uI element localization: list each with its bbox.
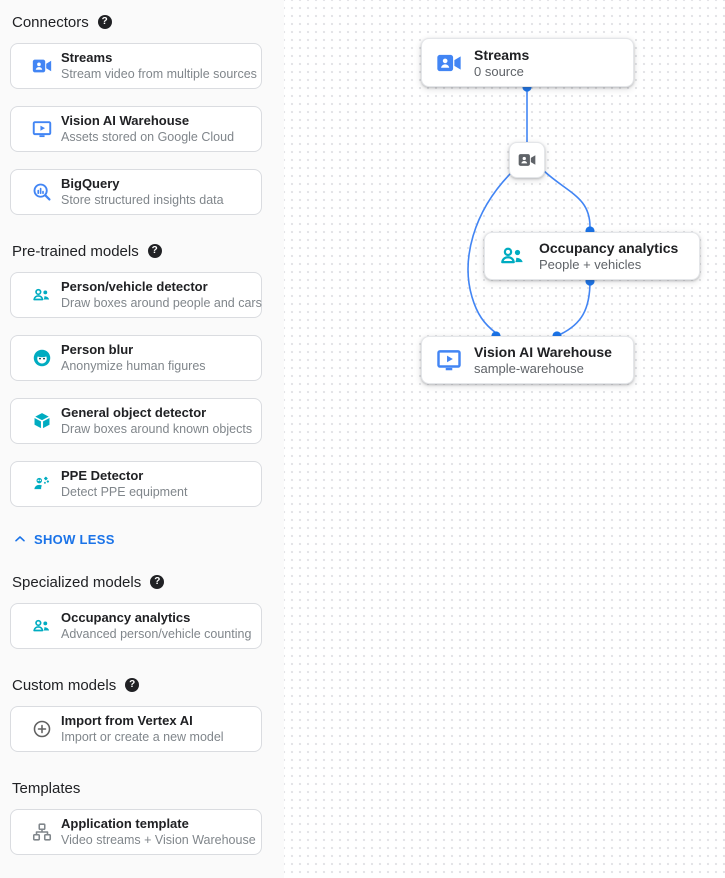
help-icon[interactable]: ? (97, 15, 112, 29)
show-less-button[interactable]: SHOW LESS (12, 531, 262, 547)
node-stream-source[interactable] (509, 142, 545, 178)
card-title: Person/vehicle detector (61, 279, 208, 294)
card-title: Person blur (61, 342, 134, 357)
graph-canvas[interactable]: Streams 0 source Occupancy analytics Peo… (284, 0, 725, 878)
people-icon (498, 241, 528, 271)
component-sidebar: Connectors ? Streams Stream video from m… (0, 0, 284, 878)
warehouse-monitor-icon (435, 346, 463, 374)
node-title: Vision AI Warehouse (474, 344, 612, 360)
card-subtitle: Anonymize human figures (61, 359, 206, 373)
section-specialized-models: Specialized models ? Occupancy analytics… (10, 573, 262, 649)
card-title: General object detector (61, 405, 207, 420)
card-occupancy-analytics[interactable]: Occupancy analytics Advanced person/vehi… (10, 603, 262, 649)
people-icon (31, 615, 53, 637)
section-header-specialized: Specialized models ? (12, 573, 262, 591)
card-title: BigQuery (61, 176, 120, 191)
card-import-vertex-ai[interactable]: Import from Vertex AI Import or create a… (10, 706, 262, 752)
help-icon[interactable]: ? (150, 575, 165, 589)
edge-camera-to-occupancy (543, 170, 591, 228)
node-occupancy-analytics[interactable]: Occupancy analytics People + vehicles (484, 232, 700, 280)
ppe-icon (31, 473, 53, 495)
card-title: Import from Vertex AI (61, 713, 193, 728)
people-icon (31, 284, 53, 306)
node-subtitle: sample-warehouse (474, 361, 584, 376)
card-title: Streams (61, 50, 113, 65)
warehouse-monitor-icon (31, 118, 53, 140)
card-application-template[interactable]: Application template Video streams + Vis… (10, 809, 262, 855)
node-subtitle: 0 source (474, 63, 524, 79)
bigquery-icon (31, 181, 53, 203)
card-bigquery[interactable]: BigQuery Store structured insights data (10, 169, 262, 215)
video-camera-icon (435, 49, 463, 77)
help-icon[interactable]: ? (147, 244, 162, 258)
card-subtitle: Advanced person/vehicle counting (61, 627, 252, 641)
section-connectors: Connectors ? Streams Stream video from m… (10, 13, 262, 215)
card-subtitle: Draw boxes around known objects (61, 422, 253, 436)
card-vision-ai-warehouse[interactable]: Vision AI Warehouse Assets stored on Goo… (10, 106, 262, 152)
section-header-custom: Custom models ? (12, 676, 262, 694)
section-pretrained-models: Pre-trained models ? Person/vehicle dete… (10, 242, 262, 507)
tree-icon (31, 821, 53, 843)
card-title: Application template (61, 816, 189, 831)
section-templates: Templates Application template Video str… (10, 779, 262, 855)
card-streams[interactable]: Streams Stream video from multiple sourc… (10, 43, 262, 89)
section-title: Templates (12, 779, 81, 797)
node-subtitle: People + vehicles (539, 257, 642, 272)
section-title: Custom models (12, 676, 117, 694)
node-title: Occupancy analytics (539, 240, 679, 256)
card-subtitle: Stream video from multiple sources (61, 67, 257, 81)
node-streams[interactable]: Streams 0 source (421, 38, 634, 87)
face-blur-icon (31, 347, 53, 369)
card-subtitle: Store structured insights data (61, 193, 224, 207)
card-subtitle: Import or create a new model (61, 730, 224, 744)
section-header-connectors: Connectors ? (12, 13, 262, 31)
cube-icon (31, 410, 53, 432)
card-title: PPE Detector (61, 468, 144, 483)
card-subtitle: Draw boxes around people and cars (61, 296, 262, 310)
show-less-label: SHOW LESS (34, 531, 115, 547)
card-subtitle: Detect PPE equipment (61, 485, 188, 499)
video-camera-icon (31, 55, 53, 77)
card-ppe-detector[interactable]: PPE Detector Detect PPE equipment (10, 461, 262, 507)
circle-plus-icon (31, 718, 53, 740)
card-person-vehicle-detector[interactable]: Person/vehicle detector Draw boxes aroun… (10, 272, 262, 318)
section-header-templates: Templates (12, 779, 262, 797)
node-title: Streams (474, 46, 530, 63)
card-subtitle: Video streams + Vision Warehouse (61, 833, 256, 847)
chevron-up-icon (15, 536, 25, 542)
card-person-blur[interactable]: Person blur Anonymize human figures (10, 335, 262, 381)
graph-edges (467, 82, 595, 341)
section-header-pretrained: Pre-trained models ? (12, 242, 262, 260)
card-general-object-detector[interactable]: General object detector Draw boxes aroun… (10, 398, 262, 444)
help-icon[interactable]: ? (125, 678, 140, 692)
card-subtitle: Assets stored on Google Cloud (61, 130, 235, 144)
card-title: Occupancy analytics (61, 610, 191, 625)
section-title: Connectors (12, 13, 89, 31)
edge-occupancy-to-warehouse (560, 280, 591, 335)
node-vision-ai-warehouse[interactable]: Vision AI Warehouse sample-warehouse (421, 336, 634, 384)
card-title: Vision AI Warehouse (61, 113, 190, 128)
section-title: Pre-trained models (12, 242, 139, 260)
section-title: Specialized models (12, 573, 142, 591)
video-camera-icon (517, 150, 537, 170)
section-custom-models: Custom models ? Import from Vertex AI Im… (10, 676, 262, 752)
